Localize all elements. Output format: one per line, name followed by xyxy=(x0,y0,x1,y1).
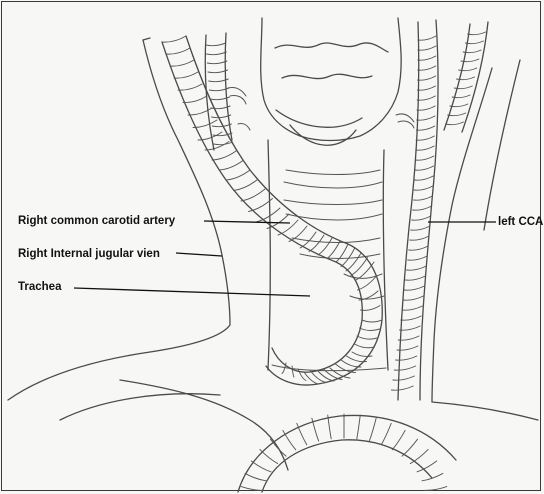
vessel-ring xyxy=(396,356,417,360)
label-trachea: Trachea xyxy=(18,281,61,293)
vessel-ring xyxy=(166,48,190,54)
label-right-common-carotid-artery: Right common carotid artery xyxy=(18,215,175,227)
vessel-ring xyxy=(393,376,415,380)
vessel-ring xyxy=(226,170,250,180)
vessel-ring xyxy=(283,430,296,449)
vessel-ring xyxy=(357,415,360,439)
vessel-ring xyxy=(336,244,348,262)
vessel-ring xyxy=(260,449,278,463)
vessel-ring xyxy=(207,52,227,55)
vessel-ring xyxy=(212,151,236,160)
vessel-ring xyxy=(402,439,418,456)
vessel-ring xyxy=(416,146,434,150)
label-right-internal-jugular-vein: Right Internal jugular vien xyxy=(18,248,160,260)
vessel-ring xyxy=(409,246,428,250)
vessel-ring xyxy=(245,473,266,480)
vessel-ring xyxy=(417,96,435,100)
vessel-ring xyxy=(219,161,243,171)
vessel-ring xyxy=(256,208,280,222)
vessel-ring xyxy=(414,186,433,190)
vessel-ring xyxy=(398,336,419,340)
vessel-ring xyxy=(411,226,430,230)
aortic-arch xyxy=(60,380,456,494)
leader-right-ijv xyxy=(176,253,222,256)
vessel-ring xyxy=(468,32,486,35)
vessel-ring xyxy=(361,306,381,311)
larynx xyxy=(261,18,401,145)
left-common-carotid-artery xyxy=(391,20,488,400)
vessel-ring xyxy=(178,84,202,90)
vessel-ring xyxy=(415,166,434,170)
right-small-branch xyxy=(205,33,250,150)
vessel-ring xyxy=(251,461,271,472)
vessel-ring xyxy=(241,189,265,201)
trachea xyxy=(268,140,388,371)
vessel-ring xyxy=(418,46,436,50)
vessel-ring xyxy=(448,113,466,116)
vessel-ring xyxy=(417,106,435,110)
vessel-ring xyxy=(418,56,436,60)
vessel-ring xyxy=(392,430,405,449)
vessel-ring xyxy=(357,336,377,339)
vessel-ring xyxy=(183,96,207,103)
vessel-ring xyxy=(360,328,380,331)
vessel-ring xyxy=(416,136,434,140)
vessel-ring xyxy=(355,344,375,348)
vessel-ring xyxy=(234,180,258,191)
vessel-ring xyxy=(410,236,429,240)
vessel-ring xyxy=(391,386,413,390)
vessel-ring xyxy=(346,253,361,271)
vessel-ring xyxy=(413,206,432,210)
vessel-ring xyxy=(417,116,435,120)
vessel-ring xyxy=(213,133,232,136)
vessel-ring xyxy=(381,423,391,444)
vessel-ring xyxy=(445,122,463,125)
label-left-cca: left CCA xyxy=(498,216,543,228)
vessel-ring xyxy=(415,176,434,180)
vessel-ring xyxy=(410,449,428,463)
vessel-ring xyxy=(170,60,194,66)
vessel-ring xyxy=(205,142,229,151)
vessel-ring xyxy=(412,216,431,220)
vessel-ring xyxy=(415,156,434,160)
vessel-ring xyxy=(292,366,294,377)
vessel-ring xyxy=(407,266,427,270)
vessel-ring xyxy=(404,286,424,290)
vessel-ring xyxy=(416,126,434,130)
vessel-ring xyxy=(369,418,376,441)
vessel-ring xyxy=(241,487,263,491)
vessel-ring xyxy=(214,142,233,145)
right-common-carotid-artery xyxy=(162,36,382,385)
vessel-ring xyxy=(162,36,186,42)
vessel-ring xyxy=(403,296,423,300)
vessel-ring xyxy=(418,36,436,40)
vessel-ring xyxy=(405,276,425,280)
vessel-ring xyxy=(362,320,382,322)
vessel-ring xyxy=(174,72,198,78)
vessel-ring xyxy=(414,196,433,200)
vessel-ring xyxy=(304,372,318,384)
vessel-ring xyxy=(418,76,436,80)
vessel-ring xyxy=(418,66,436,70)
vessel-ring xyxy=(207,61,227,64)
vessel-ring xyxy=(400,326,421,330)
vessel-ring xyxy=(422,473,443,480)
vessel-ring xyxy=(417,86,435,90)
vessel-ring xyxy=(408,256,428,260)
leader-right-cca xyxy=(204,221,290,223)
vessel-ring xyxy=(206,43,226,46)
vessel-ring xyxy=(425,487,447,491)
leader-trachea xyxy=(74,288,310,296)
vessel-ring xyxy=(328,415,331,439)
vessel-ring xyxy=(402,306,422,310)
vessel-ring xyxy=(394,366,415,370)
left-neck-outline xyxy=(432,60,538,420)
vessel-ring xyxy=(297,423,307,444)
vessel-ring xyxy=(309,235,324,252)
vessel-ring xyxy=(298,369,306,381)
vessel-ring xyxy=(401,316,421,320)
